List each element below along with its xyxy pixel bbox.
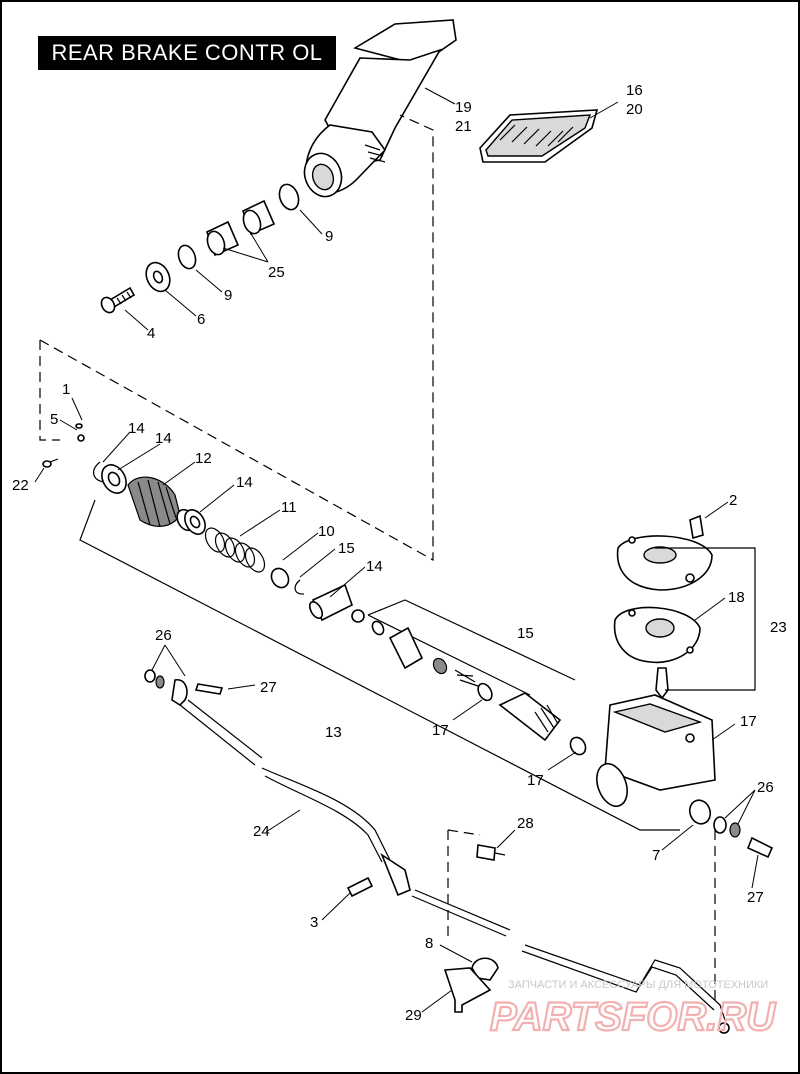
callout-26-b: 26: [757, 779, 774, 796]
brake-pedal: [303, 19, 457, 198]
snap-ring-left: [93, 461, 105, 483]
reservoir-cover: [616, 535, 713, 591]
bleeder-valve: [655, 667, 669, 700]
mount-hardware-right: [688, 799, 774, 859]
diagram-title: REAR BRAKE CONTR OL: [38, 36, 336, 70]
callout-12: 12: [195, 450, 212, 467]
clamp-screw: [346, 876, 374, 898]
callout-6: 6: [197, 311, 205, 328]
callout-9-lower: 9: [224, 287, 232, 304]
callout-21: 21: [455, 118, 472, 135]
callout-1: 1: [62, 381, 70, 398]
brake-light-switch: [476, 844, 506, 861]
callout-18: 18: [728, 589, 745, 606]
callout-3: 3: [310, 914, 318, 931]
watermark-logo: PARTSFOR.RU: [490, 995, 776, 1039]
end-o-ring: [569, 736, 587, 756]
piston-assembly: [367, 599, 576, 696]
pushrod: [308, 583, 365, 623]
callout-20: 20: [626, 101, 643, 118]
callout-16: 16: [626, 82, 643, 99]
master-cylinder: [596, 694, 716, 808]
assembly-line-left: [39, 340, 60, 441]
watermark: ЗАПЧАСТИ И АКСЕССУАРЫ ДЛЯ МОТОТЕХНИКИ PA…: [489, 979, 778, 1040]
rear-brake-line: [411, 889, 730, 1034]
callout-14-c: 14: [236, 474, 253, 491]
cover-screw: [689, 514, 704, 540]
watermark-tagline: ЗАПЧАСТИ И АКСЕССУАРЫ ДЛЯ МОТОТЕХНИКИ: [508, 979, 768, 991]
leader-lines: [34, 87, 759, 1013]
callout-2: 2: [729, 492, 737, 509]
callout-5: 5: [50, 411, 58, 428]
washer: [145, 261, 171, 293]
callouts: 19 21 16 20 9 25 9 6 4 1 5 22 14 14 12 1…: [12, 82, 787, 1024]
clip: [75, 423, 83, 429]
piston-o-ring: [477, 682, 493, 702]
assembly-line-pedal: [39, 114, 434, 562]
callout-7: 7: [652, 847, 660, 864]
snap-ring: [294, 579, 305, 595]
retaining-ring: [270, 567, 290, 589]
line-washer-1: [144, 669, 156, 683]
leader-23-bracket: [655, 547, 756, 691]
callout-26-a: 26: [155, 627, 172, 644]
callout-9-upper: 9: [325, 228, 333, 245]
cover-gasket: [613, 606, 701, 664]
callout-15-b: 15: [517, 625, 534, 642]
pivot-screw: [100, 286, 136, 314]
pedal-pad: [479, 109, 599, 163]
callout-17-c: 17: [527, 772, 544, 789]
callout-8: 8: [425, 935, 433, 952]
clevis-pin: [42, 458, 59, 468]
callout-24: 24: [253, 823, 270, 840]
callout-14-b: 14: [155, 430, 172, 447]
assembly-line-switch: [447, 829, 481, 940]
bushings: [206, 199, 276, 257]
mount-bracket: [443, 967, 492, 1013]
callout-15-a: 15: [338, 540, 355, 557]
callout-11: 11: [281, 499, 297, 516]
callout-10: 10: [318, 523, 335, 540]
callout-22: 22: [12, 477, 29, 494]
pin: [77, 434, 85, 442]
callout-14-d: 14: [366, 558, 383, 575]
callout-17-a: 17: [432, 722, 449, 739]
callout-25: 25: [268, 264, 285, 281]
callout-29: 29: [405, 1007, 422, 1024]
o-ring-upper: [278, 183, 300, 211]
spring-washer: [184, 509, 206, 535]
callout-13: 13: [325, 724, 342, 741]
brake-line: [144, 669, 411, 897]
callout-23: 23: [770, 619, 787, 636]
boot-washer: [101, 464, 127, 494]
callout-28: 28: [517, 815, 534, 832]
o-ring-lower: [177, 244, 197, 270]
return-spring: [204, 527, 266, 573]
callout-19: 19: [455, 99, 472, 116]
callout-14-a: 14: [128, 420, 145, 437]
line-clip: [471, 957, 499, 981]
piston: [498, 692, 562, 742]
callout-27-a: 27: [260, 679, 277, 696]
callout-17-b: 17: [740, 713, 757, 730]
callout-27-b: 27: [747, 889, 764, 906]
callout-4: 4: [147, 325, 155, 342]
leader-13: [79, 499, 680, 831]
